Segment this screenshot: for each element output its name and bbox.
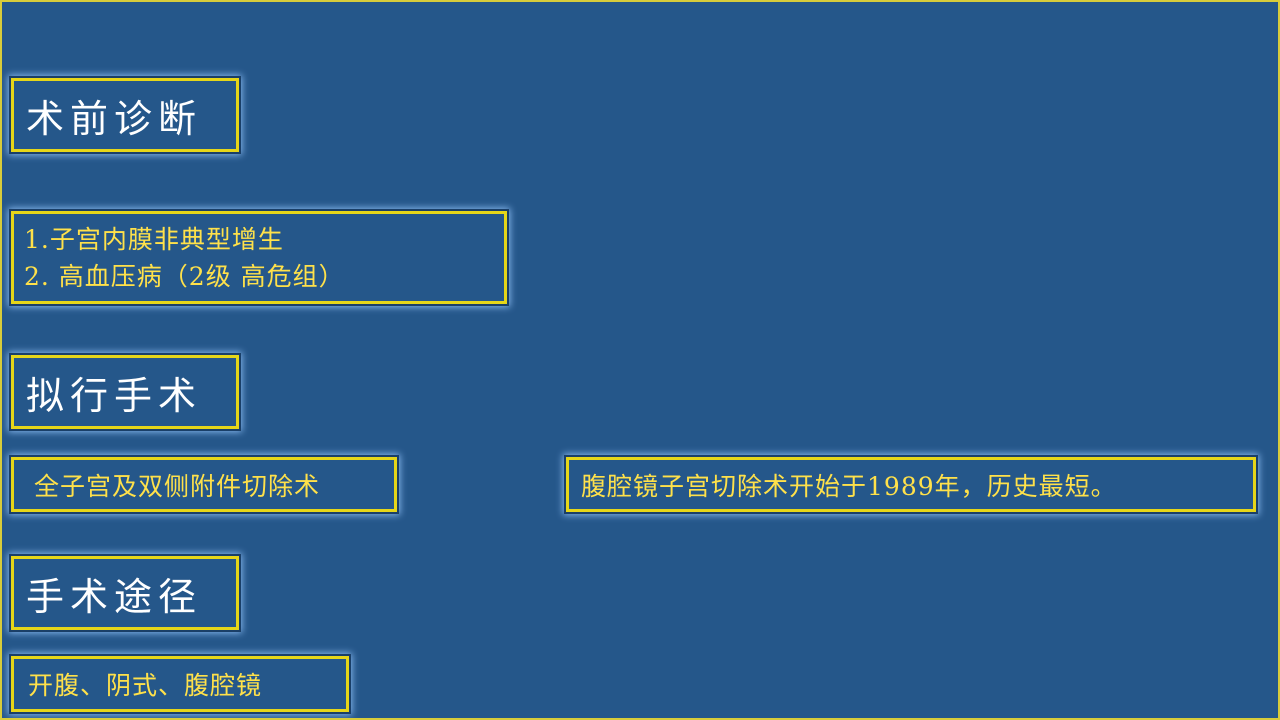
diagnosis-heading-box: 术前诊断	[11, 78, 239, 152]
diagnosis-heading: 术前诊断	[26, 96, 203, 141]
planned-surgery-heading: 拟行手术	[26, 373, 203, 418]
diagnosis-item-2: 2. 高血压病（2级 高危组）	[24, 261, 345, 291]
approach-item: 开腹、阴式、腹腔镜	[28, 671, 263, 700]
diagnosis-item-1: 1.子宫内膜非典型增生	[24, 224, 284, 254]
history-note-box: 腹腔镜子宫切除术开始于1989年，历史最短。	[566, 457, 1256, 512]
history-note: 腹腔镜子宫切除术开始于1989年，历史最短。	[581, 471, 1117, 501]
planned-surgery-item: 全子宫及双侧附件切除术	[34, 471, 321, 501]
diagnosis-list-box: 1.子宫内膜非典型增生 2. 高血压病（2级 高危组）	[11, 211, 507, 304]
planned-surgery-heading-box: 拟行手术	[11, 355, 239, 429]
approach-heading: 手术途径	[26, 574, 203, 619]
planned-surgery-item-box: 全子宫及双侧附件切除术	[11, 457, 397, 512]
approach-item-box: 开腹、阴式、腹腔镜	[11, 656, 349, 712]
approach-heading-box: 手术途径	[11, 556, 239, 630]
